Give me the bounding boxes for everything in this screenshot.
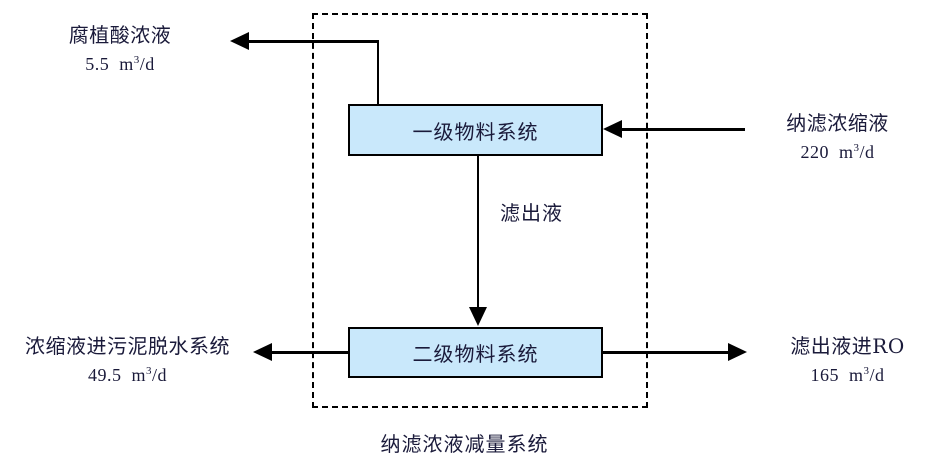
- stream-name-humic-acid: 腐植酸浓液: [68, 23, 172, 47]
- stream-name-nanofiltration-in: 纳滤浓缩液: [786, 111, 889, 135]
- process-box-primary-material-system[interactable]: 一级物料系统: [348, 104, 603, 156]
- stream-rate-filtrate-to-ro: 165 m3/d: [775, 362, 920, 388]
- filtrate-to-ro-arrowhead-icon: [728, 343, 747, 361]
- nanofiltration-inlet-line: [620, 128, 745, 131]
- system-boundary-dashed-rect: [312, 13, 648, 408]
- stream-name-filtrate-to-ro: 滤出液进RO: [790, 334, 905, 358]
- humic-acid-arrowhead-icon: [230, 32, 249, 50]
- stream-rate-humic-acid: 5.5 m3/d: [20, 51, 220, 77]
- stream-label-filtrate-to-ro: 滤出液进RO 165 m3/d: [775, 333, 920, 388]
- rate-unit-nanofiltration-in: m3/d: [838, 142, 875, 162]
- rate-unit-humic-acid: m3/d: [119, 54, 155, 74]
- diagram-caption: 纳滤浓液减量系统: [380, 432, 549, 456]
- stream-label-humic-acid: 腐植酸浓液 5.5 m3/d: [20, 22, 220, 77]
- process-box-primary-label: 一级物料系统: [412, 119, 539, 144]
- rate-unit-filtrate-to-ro: m3/d: [848, 365, 885, 385]
- rate-value-filtrate-to-ro: 165: [810, 365, 839, 385]
- concentrate-to-sludge-arrowhead-icon: [253, 343, 272, 361]
- filtrate-internal-line: [477, 156, 479, 308]
- nanofiltration-inlet-arrowhead-icon: [603, 120, 622, 138]
- rate-value-concentrate-to-sludge: 49.5: [87, 365, 122, 385]
- filtrate-to-ro-line: [601, 351, 729, 354]
- rate-value-humic-acid: 5.5: [85, 54, 110, 74]
- rate-unit-concentrate-to-sludge: m3/d: [131, 365, 168, 385]
- stream-name-concentrate-to-sludge: 浓缩液进污泥脱水系统: [25, 334, 230, 358]
- humic-acid-riser-line: [377, 40, 379, 106]
- stream-label-filtrate-internal: 滤出液: [500, 201, 563, 225]
- stream-rate-concentrate-to-sludge: 49.5 m3/d: [5, 362, 250, 388]
- stream-label-nanofiltration-in: 纳滤浓缩液 220 m3/d: [760, 110, 915, 165]
- stream-label-concentrate-to-sludge: 浓缩液进污泥脱水系统 49.5 m3/d: [5, 333, 250, 388]
- process-box-secondary-label: 二级物料系统: [412, 342, 539, 366]
- humic-acid-horizontal-line: [248, 40, 379, 43]
- stream-rate-nanofiltration-in: 220 m3/d: [760, 139, 915, 165]
- filtrate-internal-arrowhead-icon: [469, 307, 487, 326]
- process-box-secondary-material-system[interactable]: 二级物料系统: [348, 327, 603, 378]
- concentrate-to-sludge-line: [271, 351, 350, 354]
- rate-value-nanofiltration-in: 220: [800, 142, 829, 162]
